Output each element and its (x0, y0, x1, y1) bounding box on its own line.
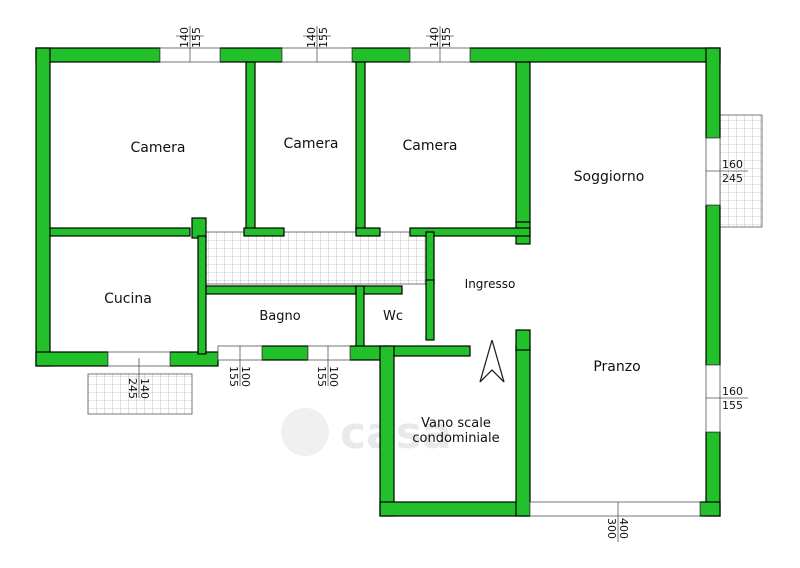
watermark: casa (281, 408, 452, 459)
dim-bottom-win-top: 400 (617, 518, 630, 539)
dim-bagno-win2-top: 155 (315, 366, 328, 387)
dim-win3-top: 140 (428, 27, 441, 48)
label-vano-scale-2: condominiale (412, 431, 499, 446)
corridor-tiles (204, 231, 431, 285)
label-wc: Wc (383, 309, 403, 324)
dim-win1-top: 140 (178, 27, 191, 48)
label-bagno: Bagno (259, 309, 300, 324)
dim-sog-win-top: 160 (722, 158, 743, 171)
label-camera-3: Camera (403, 138, 458, 154)
dim-bagno-win1-bottom: 155 (227, 366, 240, 387)
dim-bagno-win2-bottom: 100 (327, 366, 340, 387)
label-cucina: Cucina (104, 291, 152, 307)
dim-win2-top: 140 (305, 27, 318, 48)
label-camera-1: Camera (131, 140, 186, 156)
interior-walls (49, 61, 531, 355)
dim-win3-bottom: 155 (440, 27, 453, 48)
label-soggiorno: Soggiorno (574, 169, 645, 185)
dim-win2-bottom: 155 (317, 27, 330, 48)
dim-pranzo-win-top: 160 (722, 385, 743, 398)
label-pranzo: Pranzo (593, 359, 640, 375)
dim-bottom-win-bottom: 300 (605, 518, 618, 539)
dim-bagno-win1-top: 100 (239, 366, 252, 387)
svg-text:casa: casa (340, 408, 452, 459)
outer-walls (35, 47, 721, 517)
dim-win1-bottom: 155 (190, 27, 203, 48)
dim-cucina-win-bottom: 245 (126, 378, 139, 399)
entrance-arrow-icon (479, 339, 505, 383)
dim-cucina-win-top: 140 (138, 378, 151, 399)
balcony-cucina (87, 373, 193, 415)
label-camera-2: Camera (284, 136, 339, 152)
dim-pranzo-win-bottom: 155 (722, 399, 743, 412)
dimension-lines (138, 26, 748, 542)
label-vano-scale-1: Vano scale (421, 416, 491, 431)
dim-sog-win-bottom: 245 (722, 172, 743, 185)
label-ingresso: Ingresso (465, 277, 516, 291)
